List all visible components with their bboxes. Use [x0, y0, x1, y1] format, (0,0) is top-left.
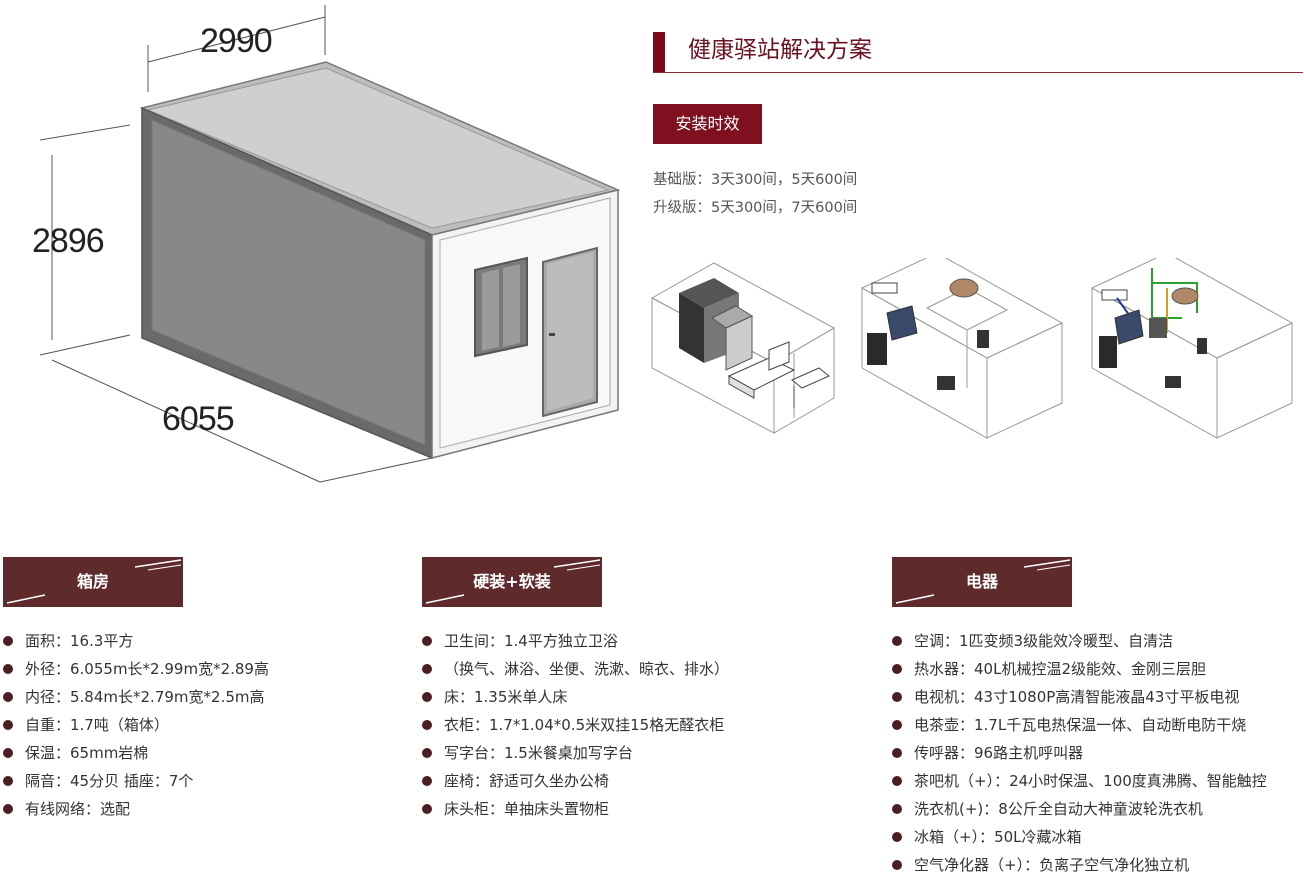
bullet-icon [3, 748, 13, 758]
list-item: 内径：5.84m长*2.79m宽*2.5m高 [3, 683, 269, 711]
bullet-icon [892, 748, 902, 758]
install-basic-line: 基础版：3天300间，5天600间 [653, 172, 858, 188]
title-underline [653, 72, 1303, 73]
list-item: 自重：1.7吨（箱体） [3, 711, 269, 739]
tab-box-room: 箱房 [3, 557, 183, 607]
room-render-appliances [860, 258, 1064, 439]
list-item: 空气净化器（+）：负离子空气净化独立机 [892, 851, 1267, 879]
bullet-icon [892, 832, 902, 842]
bullet-icon [3, 804, 13, 814]
list-item: 衣柜：1.7*1.04*0.5米双挂15格无醛衣柜 [422, 711, 729, 739]
width-dimension: 2990 [200, 22, 272, 60]
tab-slash-decoration [425, 559, 601, 604]
container-illustration: 2990 2896 6055 [32, 5, 621, 483]
bullet-icon [3, 776, 13, 786]
list-item: 面积：16.3平方 [3, 627, 269, 655]
bullet-icon [3, 720, 13, 730]
list-item: 冰箱（+）：50L冷藏冰箱 [892, 823, 1267, 851]
list-item: （换气、淋浴、坐便、洗漱、晾衣、排水） [422, 655, 729, 683]
page-title: 健康驿站解决方案 [688, 37, 872, 63]
list-item: 空调：1匹变频3级能效冷暖型、自清洁 [892, 627, 1267, 655]
tab-label: 电器 [965, 572, 998, 591]
bullet-icon [3, 636, 13, 646]
install-upgrade-line: 升级版：5天300间，7天600间 [653, 200, 858, 216]
list-item: 传呼器：96路主机呼叫器 [892, 739, 1267, 767]
box-room-spec-list: 面积：16.3平方 外径：6.055m长*2.99m宽*2.89高 内径：5.8… [3, 627, 269, 823]
length-dimension: 6055 [162, 400, 234, 438]
bullet-icon [892, 860, 902, 870]
list-item: 隔音：45分贝 插座：7个 [3, 767, 269, 795]
tab-label: 箱房 [76, 572, 109, 591]
bullet-icon [422, 720, 432, 730]
bullet-icon [422, 748, 432, 758]
bullet-icon [892, 720, 902, 730]
list-item: 写字台：1.5米餐桌加写字台 [422, 739, 729, 767]
list-item: 床头柜：单抽床头置物柜 [422, 795, 729, 823]
tab-slash-decoration [6, 559, 182, 604]
list-item: 热水器：40L机械控温2级能效、金刚三层胆 [892, 655, 1267, 683]
appliance-spec-list: 空调：1匹变频3级能效冷暖型、自清洁 热水器：40L机械控温2级能效、金刚三层胆… [892, 627, 1267, 879]
bullet-icon [422, 776, 432, 786]
bullet-icon [3, 664, 13, 674]
decoration-spec-list: 卫生间：1.4平方独立卫浴 （换气、淋浴、坐便、洗漱、晾衣、排水） 床：1.35… [422, 627, 729, 823]
bullet-icon [892, 664, 902, 674]
bullet-icon [422, 636, 432, 646]
bullet-icon [892, 692, 902, 702]
list-item: 有线网络：选配 [3, 795, 269, 823]
bullet-icon [892, 804, 902, 814]
bullet-icon [422, 692, 432, 702]
bullet-icon [892, 636, 902, 646]
list-item: 茶吧机（+）：24小时保温、100度真沸腾、智能触控 [892, 767, 1267, 795]
list-item: 电茶壶：1.7L千瓦电热保温一体、自动断电防干烧 [892, 711, 1267, 739]
list-item: 电视机：43寸1080P高清智能液晶43寸平板电视 [892, 683, 1267, 711]
bullet-icon [422, 804, 432, 814]
bullet-icon [422, 664, 432, 674]
list-item: 座椅：舒适可久坐办公椅 [422, 767, 729, 795]
list-item: 保温：65mm岩棉 [3, 739, 269, 767]
list-item: 洗衣机(+)：8公斤全自动大神童波轮洗衣机 [892, 795, 1267, 823]
room-render-pipes [1090, 258, 1294, 439]
tab-decoration: 硬装+软装 [422, 557, 602, 607]
list-item: 床：1.35米单人床 [422, 683, 729, 711]
bullet-icon [892, 776, 902, 786]
height-dimension: 2896 [32, 222, 104, 260]
tab-label: 硬装+软装 [473, 572, 551, 591]
tab-slash-decoration [895, 559, 1071, 604]
bullet-icon [3, 692, 13, 702]
list-item: 卫生间：1.4平方独立卫浴 [422, 627, 729, 655]
list-item: 外径：6.055m长*2.99m宽*2.89高 [3, 655, 269, 683]
install-time-badge: 安装时效 [653, 104, 762, 144]
room-render-furniture [650, 262, 836, 434]
title-accent-bar [653, 32, 665, 72]
tab-appliances: 电器 [892, 557, 1072, 607]
